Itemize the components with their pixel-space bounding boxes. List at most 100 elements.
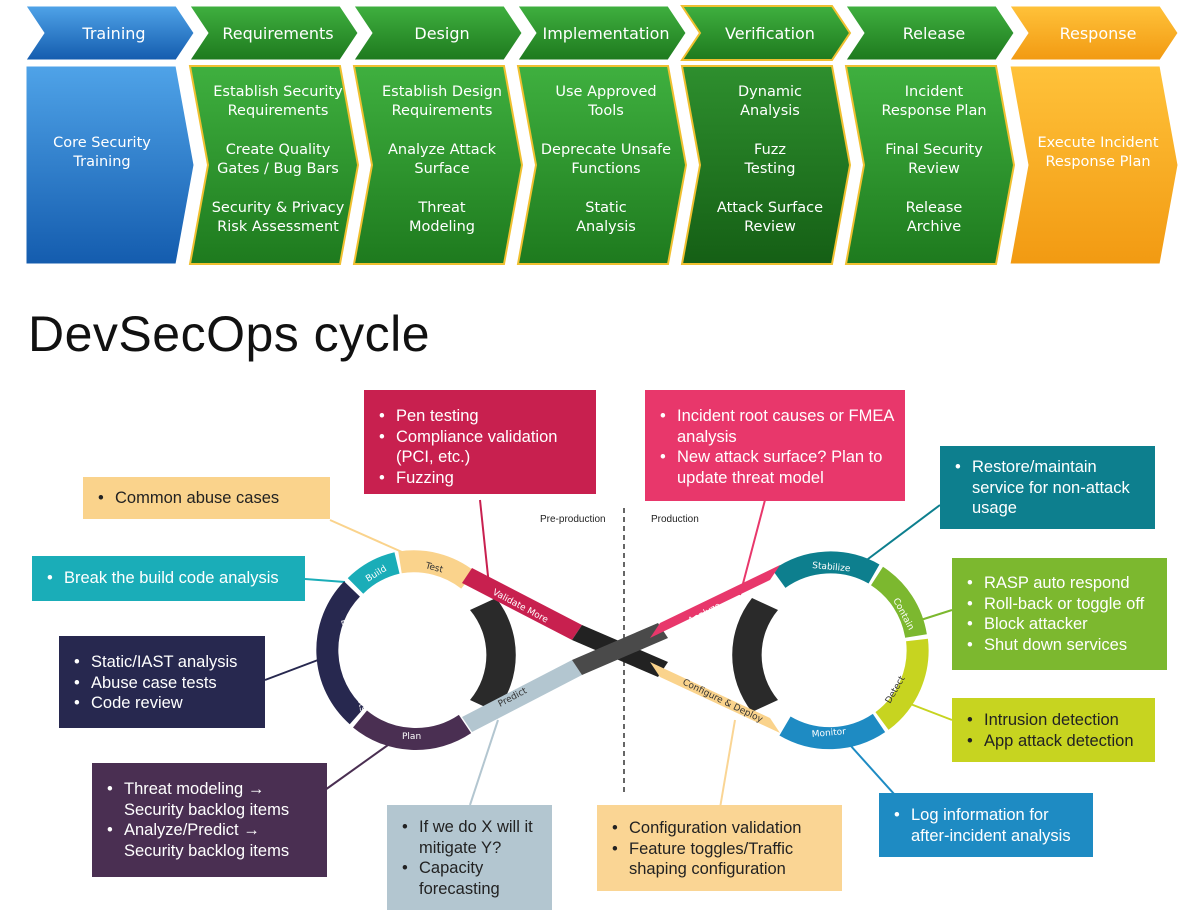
sdl-body-design <box>352 65 524 265</box>
stage-stabilize: Stabilize <box>812 561 851 574</box>
connector-static <box>264 659 319 681</box>
sdl-header-label: Release <box>903 24 966 43</box>
stage-test: Test <box>423 561 444 576</box>
sdl-item-text: Review <box>908 161 960 177</box>
sdl-item-text: Incident <box>905 84 964 100</box>
bullet-item: If we do X will it mitigate Y? <box>402 817 542 858</box>
bullet-item: Pen testing <box>379 406 586 427</box>
sdl-header-verification <box>680 5 852 61</box>
sdl-item-text: Use Approved <box>555 84 656 100</box>
bullet-item: New attack surface? Plan to update threa… <box>660 447 895 488</box>
connector-restore <box>859 504 941 566</box>
sdl-header-label: Verification <box>725 24 815 43</box>
sdl-item-text: Functions <box>571 161 640 177</box>
bullet-item: Intrusion detection <box>967 710 1145 731</box>
band-cross-b <box>572 623 668 675</box>
stage-plan: Plan <box>402 732 421 742</box>
bullet-item: Configuration validation <box>612 818 832 839</box>
ring-test <box>398 550 475 589</box>
callout-restore: Restore/maintain service for non-attack … <box>940 446 1155 529</box>
band-analyze <box>650 565 780 638</box>
sdl-header-release <box>845 5 1015 61</box>
connector-break <box>304 578 346 583</box>
bullet-item: Static/IAST analysis <box>74 652 255 673</box>
bullet-item: Common abuse cases <box>98 488 320 509</box>
sdl-header-label: Requirements <box>222 24 333 43</box>
sdl-item-text: Review <box>744 219 796 235</box>
sdl-header-label: Design <box>414 24 469 43</box>
sdl-item-text: Gates / Bug Bars <box>217 161 339 177</box>
sdl-body-training <box>25 65 195 265</box>
connector-incident <box>739 499 766 596</box>
sdl-item-text: Response Plan <box>881 103 986 119</box>
bullet-item: Block attacker <box>967 614 1157 635</box>
ring-build <box>347 552 400 594</box>
sdl-item-text: Analyze Attack <box>388 142 497 158</box>
sdl-item-text: Execute Incident <box>1037 135 1158 151</box>
ring-stabilize <box>772 551 880 589</box>
stage-monitor: Monitor <box>811 727 846 740</box>
sdl-item-text: Testing <box>744 161 796 177</box>
callout-threat-modeling: Threat modeling → Security backlog items… <box>92 763 327 877</box>
sdl-item-text: Requirements <box>392 103 493 119</box>
sdl-item-text: Threat <box>417 200 465 216</box>
bullet-item: Restore/maintain service for non-attack … <box>955 457 1145 519</box>
page-title: DevSecOps cycle <box>28 306 431 362</box>
sdl-item-text: Establish Design <box>382 84 502 100</box>
sdl-item-text: Surface <box>414 161 469 177</box>
connector-ifx <box>469 719 499 806</box>
ring-inner-left <box>470 598 516 712</box>
sdl-item-text: Training <box>72 154 130 170</box>
sdl-body-verification <box>680 65 852 265</box>
sdl-header-implementation <box>517 5 687 61</box>
sdl-header-response <box>1009 5 1179 61</box>
callout-configuration: Configuration validationFeature toggles/… <box>597 805 842 891</box>
ring-detect <box>875 638 929 730</box>
sdl-header-requirements <box>189 5 359 61</box>
bullet-item: Incident root causes or FMEA analysis <box>660 406 895 447</box>
bullet-item: Compliance validation (PCI, etc.) <box>379 427 586 468</box>
bullet-item: Code review <box>74 693 255 714</box>
sdl-item-text: Risk Assessment <box>217 219 339 235</box>
callout-pen-testing: Pen testingCompliance validation (PCI, e… <box>364 390 596 494</box>
callout-incident-root: Incident root causes or FMEA analysisNew… <box>645 390 905 501</box>
sdl-body-implementation <box>516 65 688 265</box>
sdl-body-requirements <box>188 65 360 265</box>
callout-intrusion: Intrusion detectionApp attack detection <box>952 698 1155 762</box>
sdl-item-text: Requirements <box>228 103 329 119</box>
bullet-item: Break the build code analysis <box>47 568 295 589</box>
sdl-item-text: Tools <box>587 103 624 119</box>
bullet-item: RASP auto respond <box>967 573 1157 594</box>
sdl-item-text: Static <box>585 200 626 216</box>
connector-log <box>849 744 896 796</box>
bullet-item: Analyze/Predict → Security backlog items <box>107 820 317 861</box>
connector-threat <box>324 739 396 791</box>
bullet-item: Shut down services <box>967 635 1157 656</box>
connector-config <box>719 719 736 809</box>
callout-break-build: Break the build code analysis <box>32 556 305 601</box>
sdl-item-text: Establish Security <box>213 84 343 100</box>
sdl-item-text: Release <box>906 200 963 216</box>
sdl-header-design <box>353 5 523 61</box>
callout-if-we-do-x: If we do X will it mitigate Y?Capacity f… <box>387 805 552 910</box>
sdl-header-label: Response <box>1060 24 1137 43</box>
ring-develop <box>316 581 365 725</box>
sdl-item-text: Deprecate Unsafe <box>541 142 671 158</box>
label-preproduction: Pre-production <box>540 514 606 525</box>
band-predict <box>462 660 582 732</box>
ring-plan <box>353 710 472 750</box>
ring-contain <box>870 566 927 639</box>
bullet-item: Fuzzing <box>379 468 586 489</box>
sdl-item-text: Create Quality <box>226 142 331 158</box>
sdl-item-text: Response Plan <box>1045 154 1150 170</box>
sdl-header-label: Implementation <box>542 24 669 43</box>
bullet-item: Abuse case tests <box>74 673 255 694</box>
bullet-item: App attack detection <box>967 731 1145 752</box>
bullet-item: Roll-back or toggle off <box>967 594 1157 615</box>
bullet-item: Threat modeling → Security backlog items <box>107 779 317 820</box>
sdl-item-text: Final Security <box>885 142 983 158</box>
sdl-item-text: Fuzz <box>754 142 786 158</box>
label-production: Production <box>651 514 699 525</box>
